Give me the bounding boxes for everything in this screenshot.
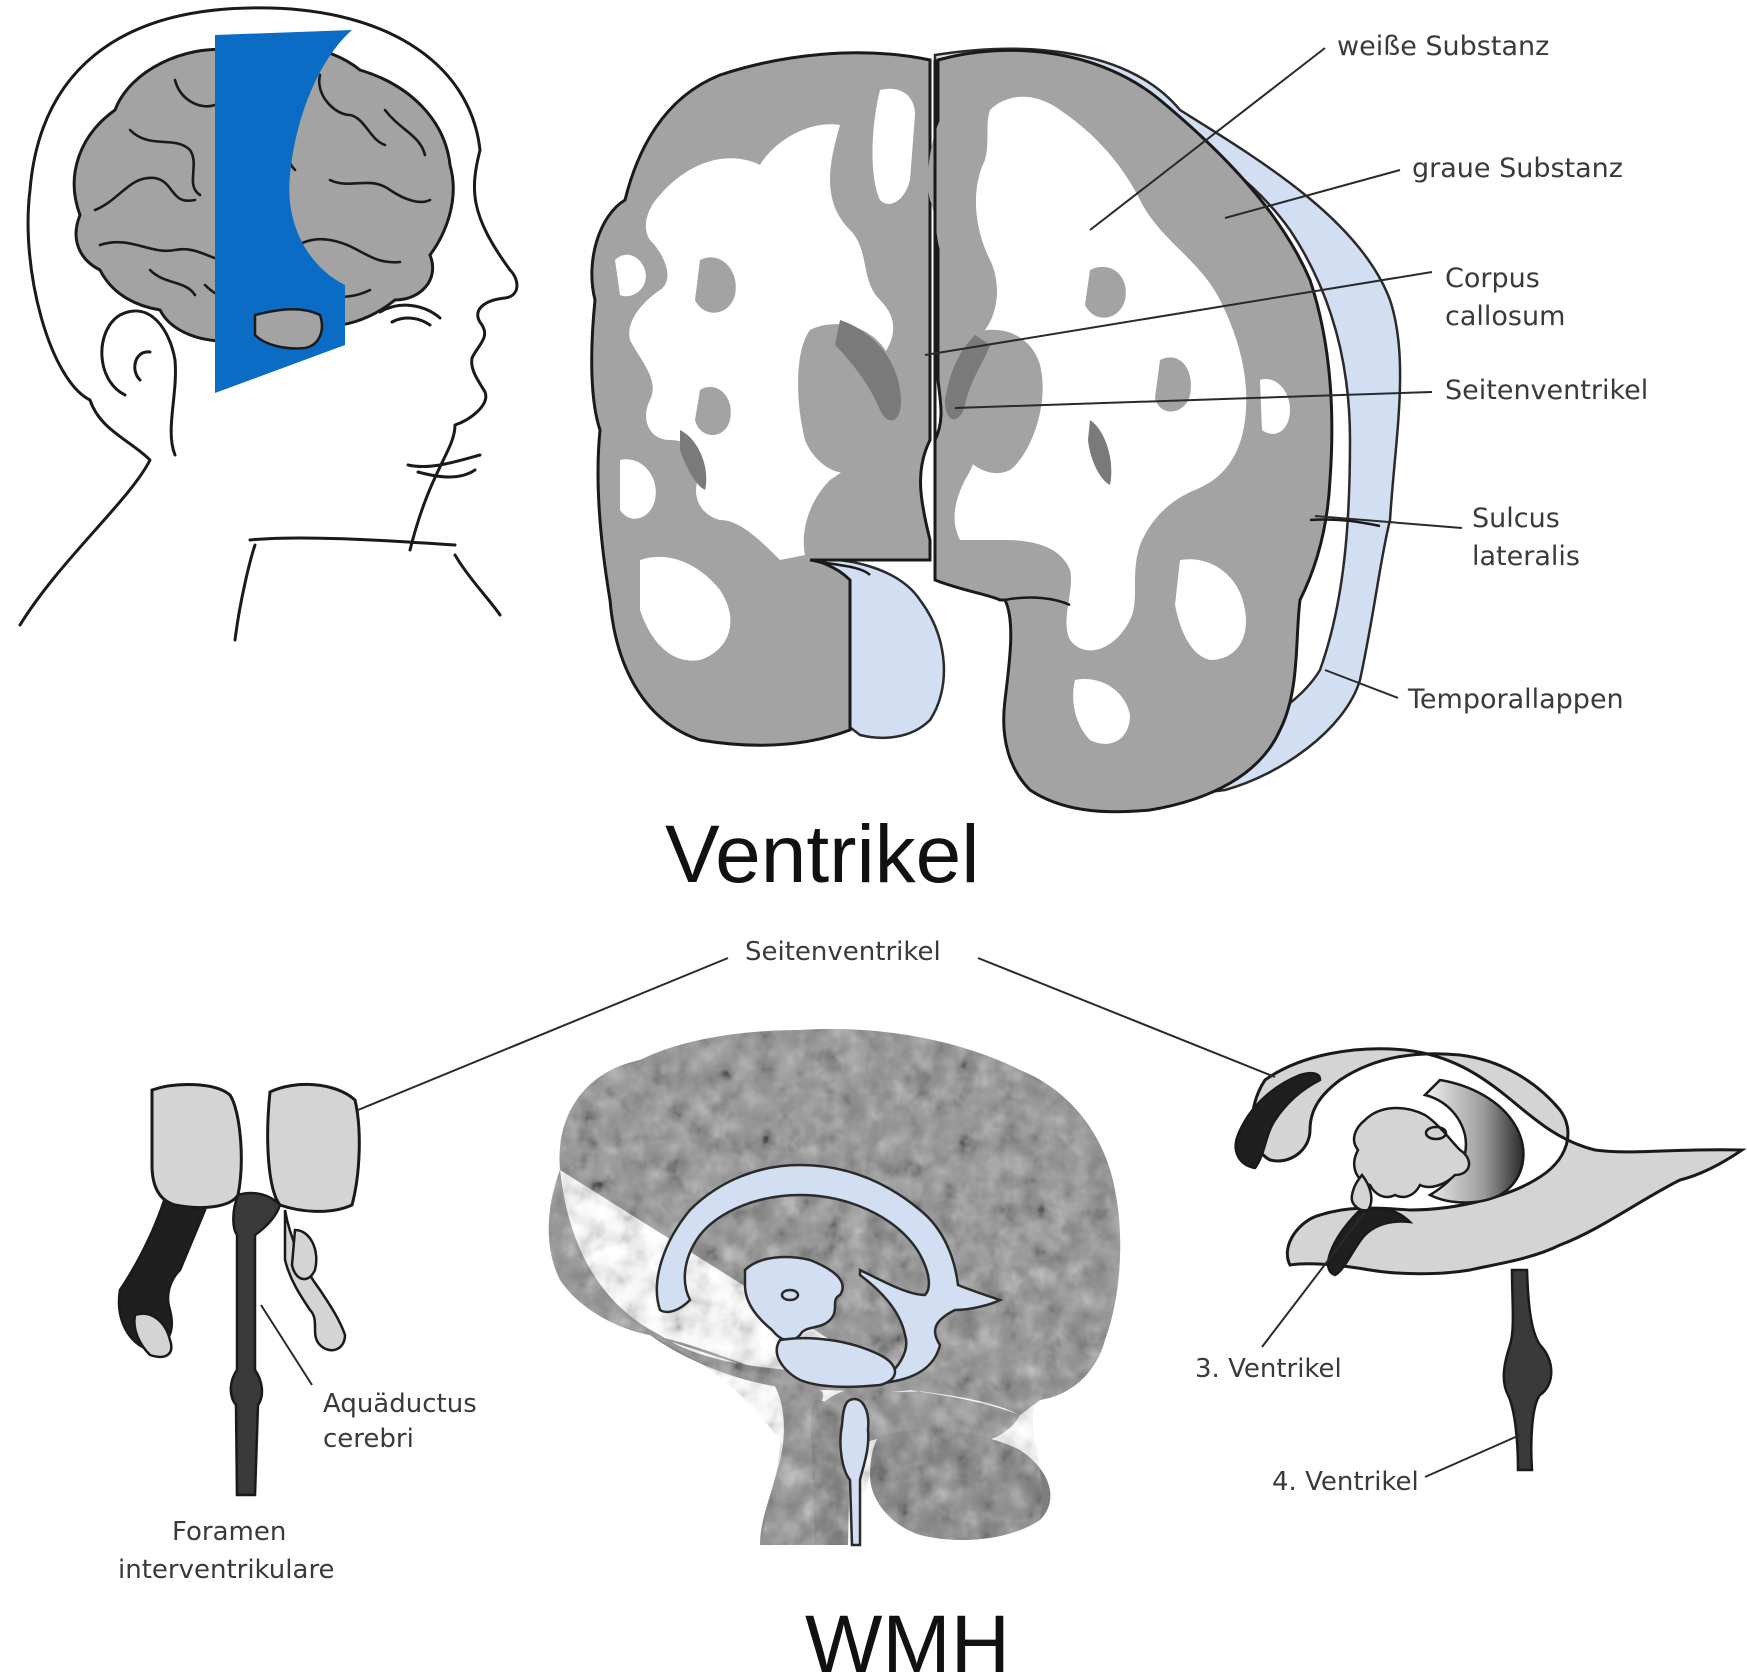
label-foramen-2: interventrikulare (118, 1555, 335, 1585)
label-aqueduct-2: cerebri (323, 1424, 414, 1454)
label-sulcus-2: lateralis (1472, 541, 1580, 572)
label-white-matter: weiße Substanz (1337, 31, 1549, 62)
label-temporal-lobe: Temporallappen (1407, 684, 1624, 715)
label-lateral-ventricle-bottom: Seitenventrikel (745, 937, 941, 967)
label-gray-matter: graue Substanz (1412, 153, 1623, 184)
label-lateral-ventricle-top: Seitenventrikel (1445, 375, 1648, 406)
coronal-section-icon (592, 49, 1400, 812)
brain-3d-icon (549, 1029, 1120, 1545)
heading-wmh: WMH (805, 1599, 1010, 1680)
label-foramen-1: Foramen (172, 1517, 286, 1547)
label-corpus-callosum-2: callosum (1445, 301, 1565, 332)
head-sketch-icon (20, 8, 517, 640)
label-sulcus-1: Sulcus (1472, 503, 1560, 534)
label-fourth-ventricle: 4. Ventrikel (1272, 1467, 1419, 1497)
label-corpus-callosum-1: Corpus (1445, 263, 1540, 294)
heading-ventricles: Ventrikel (665, 809, 980, 900)
label-aqueduct-1: Aquäductus (323, 1389, 477, 1419)
label-third-ventricle: 3. Ventrikel (1195, 1354, 1342, 1384)
ventricles-side-view-icon (1236, 1049, 1742, 1470)
